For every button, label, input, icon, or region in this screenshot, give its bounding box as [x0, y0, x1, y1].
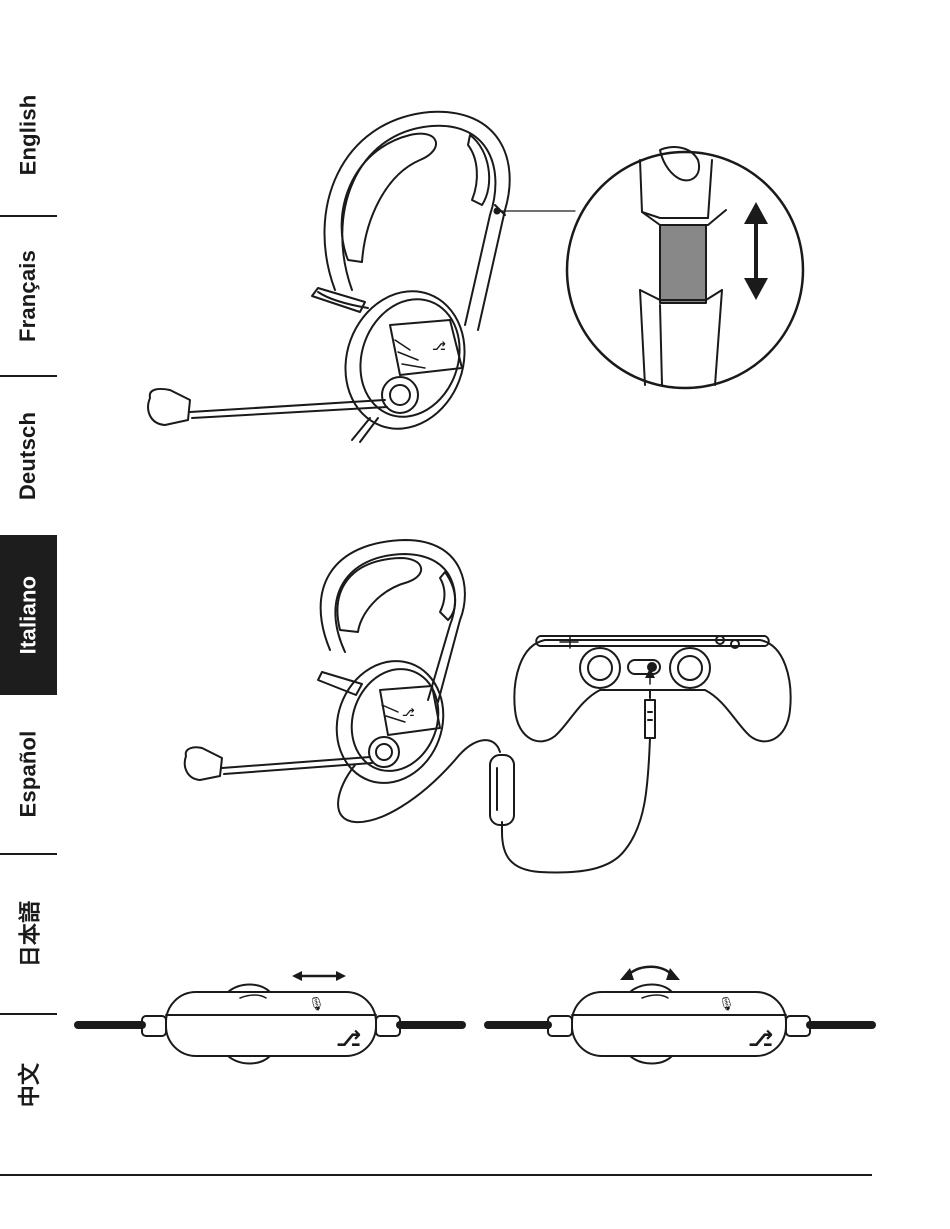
rotate-arrow-left-icon — [620, 968, 634, 980]
cable-to-remote — [338, 740, 500, 822]
mic-mute-icon: 🎙 — [308, 996, 325, 1012]
inline-control-rotate-figure: 🎙 ⎇ — [488, 967, 872, 1064]
arrow-left-icon — [292, 971, 302, 981]
arrow-down-icon — [744, 278, 768, 300]
earcup-small: ⎇ — [320, 646, 460, 798]
arrow-up-icon — [744, 202, 768, 224]
rotate-arrow-right-icon — [666, 968, 680, 980]
playstation-logo-icon: ⎇ — [402, 706, 415, 719]
zoom-callout — [567, 147, 803, 388]
mic-mute-icon: 🎙 — [718, 996, 735, 1012]
playstation-logo-icon: ⎇ — [432, 339, 446, 353]
playstation-logo-icon: ⎇ — [748, 1027, 773, 1052]
microphone-icon — [148, 389, 190, 425]
microphone-icon — [185, 747, 222, 780]
cable-to-controller — [502, 738, 650, 872]
volume-wheel-top — [228, 985, 270, 993]
inline-remote — [490, 755, 514, 832]
rear-arm-pad — [312, 288, 365, 312]
playstation-logo-icon: ⎇ — [336, 1027, 361, 1052]
microphone-boom-small — [185, 737, 399, 780]
game-controller — [514, 636, 790, 741]
inline-control-slide-figure: 🎙 ⎇ — [78, 971, 462, 1064]
arrow-right-icon — [336, 971, 346, 981]
earcup: ⎇ — [327, 274, 484, 445]
cable-start — [352, 418, 378, 442]
headband-adjust-figure: ⎇ — [148, 112, 803, 446]
controller-connection-figure: ⎇ — [185, 540, 791, 872]
rear-arm-pad-small — [318, 672, 362, 695]
audio-jack — [645, 690, 655, 738]
